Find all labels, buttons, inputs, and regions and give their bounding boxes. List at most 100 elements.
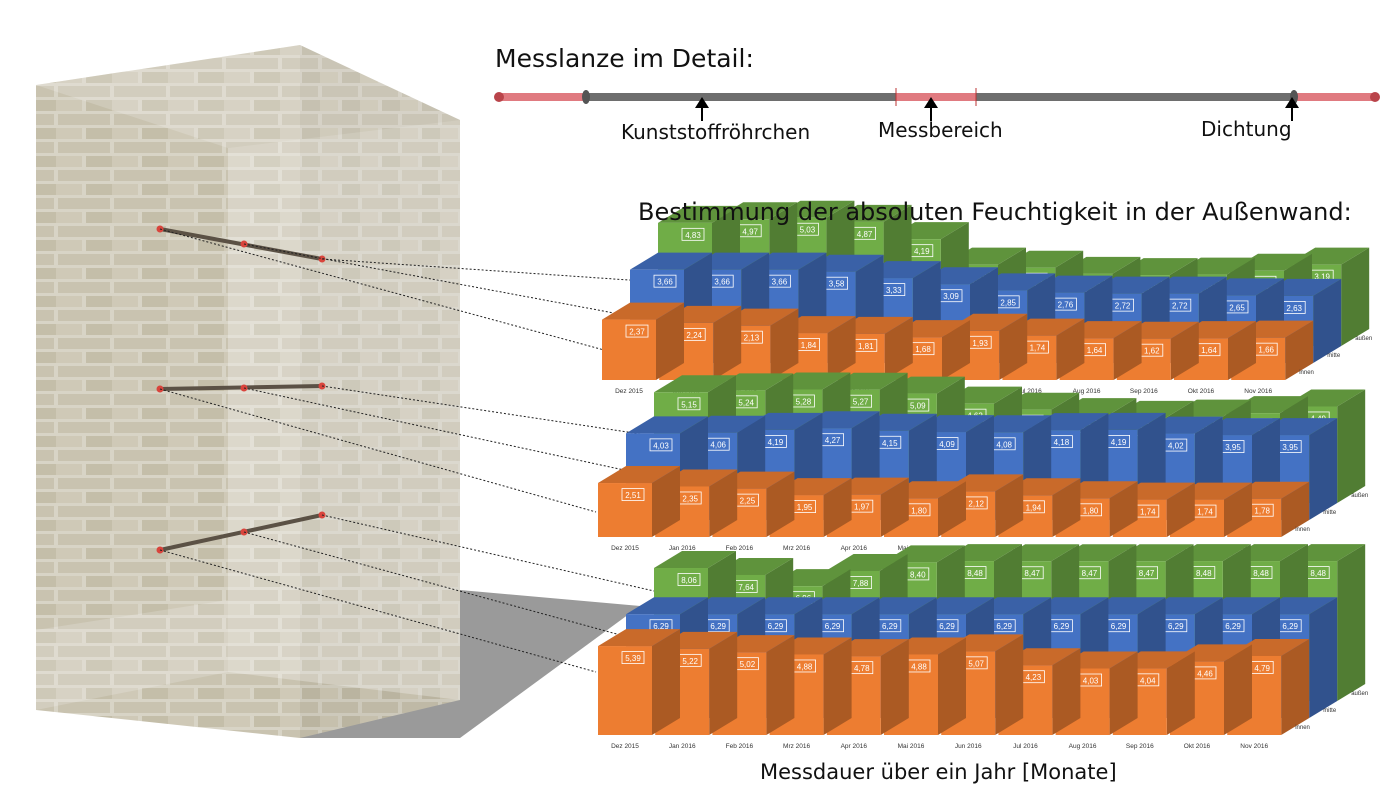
probe-red-left bbox=[498, 93, 586, 101]
data-label: 6,29 bbox=[939, 622, 955, 631]
bar-front bbox=[598, 646, 652, 735]
data-label: 1,80 bbox=[911, 506, 927, 515]
data-label-frame bbox=[625, 324, 649, 338]
bar-side bbox=[942, 320, 970, 380]
category-tick-label: Jul 2016 bbox=[1017, 388, 1042, 395]
data-label: 4,88 bbox=[911, 662, 927, 671]
data-label: 4,23 bbox=[1026, 673, 1042, 682]
data-label: 3,58 bbox=[829, 280, 845, 289]
connector-line bbox=[243, 387, 625, 471]
bar-side bbox=[766, 471, 795, 537]
bar-front bbox=[598, 483, 652, 537]
category-tick-label: Aug 2016 bbox=[1073, 388, 1101, 395]
data-label-frame bbox=[621, 488, 645, 501]
label-measuring-range: Messbereich bbox=[878, 118, 1003, 142]
bar-top bbox=[602, 302, 684, 320]
data-label-frame bbox=[653, 274, 677, 288]
data-label: 4,88 bbox=[797, 662, 813, 671]
data-label-frame bbox=[621, 651, 645, 664]
probe-seal-left bbox=[582, 90, 590, 104]
connector-line bbox=[159, 549, 597, 673]
bar-top bbox=[598, 629, 680, 647]
data-label: 6,29 bbox=[996, 622, 1012, 631]
bar-side bbox=[1224, 644, 1252, 735]
connector-lines bbox=[159, 228, 659, 673]
bar-innen: 5,02 bbox=[712, 635, 795, 735]
data-label: 8,40 bbox=[910, 570, 926, 579]
data-label: 4,06 bbox=[710, 441, 726, 450]
data-label: 2,35 bbox=[682, 494, 698, 503]
data-label: 8,47 bbox=[1024, 569, 1040, 578]
bar-side bbox=[1109, 481, 1138, 537]
bar-side bbox=[1341, 247, 1370, 346]
arrow-icon bbox=[924, 97, 938, 121]
bar-side bbox=[1052, 648, 1081, 735]
bar-side bbox=[1313, 278, 1342, 363]
bar-front bbox=[602, 319, 656, 380]
data-label: 2,76 bbox=[1058, 301, 1074, 310]
data-label: 2,72 bbox=[1115, 302, 1131, 311]
series-axis-label: innen bbox=[1295, 725, 1310, 731]
bar-top bbox=[825, 553, 908, 571]
connector-line bbox=[159, 388, 597, 513]
bar-side bbox=[1309, 597, 1338, 718]
label-seal: Dichtung bbox=[1201, 117, 1292, 141]
category-tick-label: Nov 2016 bbox=[1244, 388, 1272, 395]
bar-side bbox=[1228, 321, 1256, 380]
data-label: 6,29 bbox=[1054, 622, 1070, 631]
data-label: 4,19 bbox=[1111, 438, 1127, 447]
chart-3: 8,488,488,488,478,478,478,488,407,886,96… bbox=[598, 544, 1368, 750]
bar-side bbox=[1056, 318, 1085, 380]
bar-side bbox=[1285, 320, 1314, 380]
bar-side bbox=[652, 629, 680, 735]
category-tick-label: Apr 2016 bbox=[841, 743, 868, 750]
category-tick-label: Dez 2015 bbox=[611, 545, 639, 552]
brick-wall-illustration bbox=[36, 45, 640, 738]
category-tick-label: Mrz 2016 bbox=[783, 743, 810, 750]
data-label: 6,29 bbox=[1168, 622, 1184, 631]
data-label: 4,08 bbox=[996, 440, 1012, 449]
data-label: 5,22 bbox=[682, 657, 698, 666]
data-label: 4,09 bbox=[939, 440, 955, 449]
data-label-frame bbox=[681, 227, 705, 241]
bar-side bbox=[1281, 638, 1310, 735]
data-label: 3,66 bbox=[657, 278, 673, 287]
data-label: 6,29 bbox=[825, 622, 841, 631]
data-label: 4,46 bbox=[1197, 669, 1213, 678]
series-axis-label: mitte bbox=[1323, 510, 1337, 516]
data-label: 2,63 bbox=[1286, 304, 1302, 313]
bar-side bbox=[713, 305, 742, 380]
bar-side bbox=[938, 481, 966, 537]
data-label: 5,03 bbox=[800, 226, 816, 235]
data-label: 1,74 bbox=[1197, 508, 1213, 517]
chart-2: 4,494,184,023,964,094,344,625,095,275,28… bbox=[598, 372, 1368, 552]
series-axis-label: innen bbox=[1299, 370, 1314, 376]
data-label: 2,25 bbox=[740, 497, 756, 506]
data-label: 5,02 bbox=[740, 660, 756, 669]
bar-side bbox=[1281, 481, 1310, 537]
data-label: 6,29 bbox=[1282, 622, 1298, 631]
bar-side bbox=[1224, 482, 1252, 537]
data-label: 4,27 bbox=[825, 436, 841, 445]
label-plastic-tube: Kunststoffröhrchen bbox=[621, 120, 811, 144]
bar-side bbox=[709, 469, 738, 537]
data-label: 3,33 bbox=[886, 286, 902, 295]
bar-side bbox=[709, 631, 738, 735]
data-label: 8,47 bbox=[1139, 569, 1155, 578]
wall-glass-cut bbox=[36, 600, 228, 710]
data-label: 4,15 bbox=[882, 439, 898, 448]
data-label: 5,09 bbox=[910, 402, 926, 411]
bar-side bbox=[1309, 418, 1338, 520]
bar-top bbox=[654, 375, 736, 393]
bar-top bbox=[626, 416, 708, 434]
data-label: 6,29 bbox=[1225, 622, 1241, 631]
probe-red-middle bbox=[896, 93, 976, 101]
series-innen: 1,781,741,741,801,942,121,801,971,952,25… bbox=[598, 466, 1310, 537]
bar-side bbox=[999, 313, 1028, 380]
data-label: 3,95 bbox=[1282, 443, 1298, 452]
data-label: 8,06 bbox=[681, 576, 697, 585]
probe-end-right bbox=[1370, 92, 1380, 102]
bar-side bbox=[770, 308, 799, 380]
arrow-icon bbox=[1285, 97, 1299, 121]
data-label: 1,74 bbox=[1030, 344, 1046, 353]
